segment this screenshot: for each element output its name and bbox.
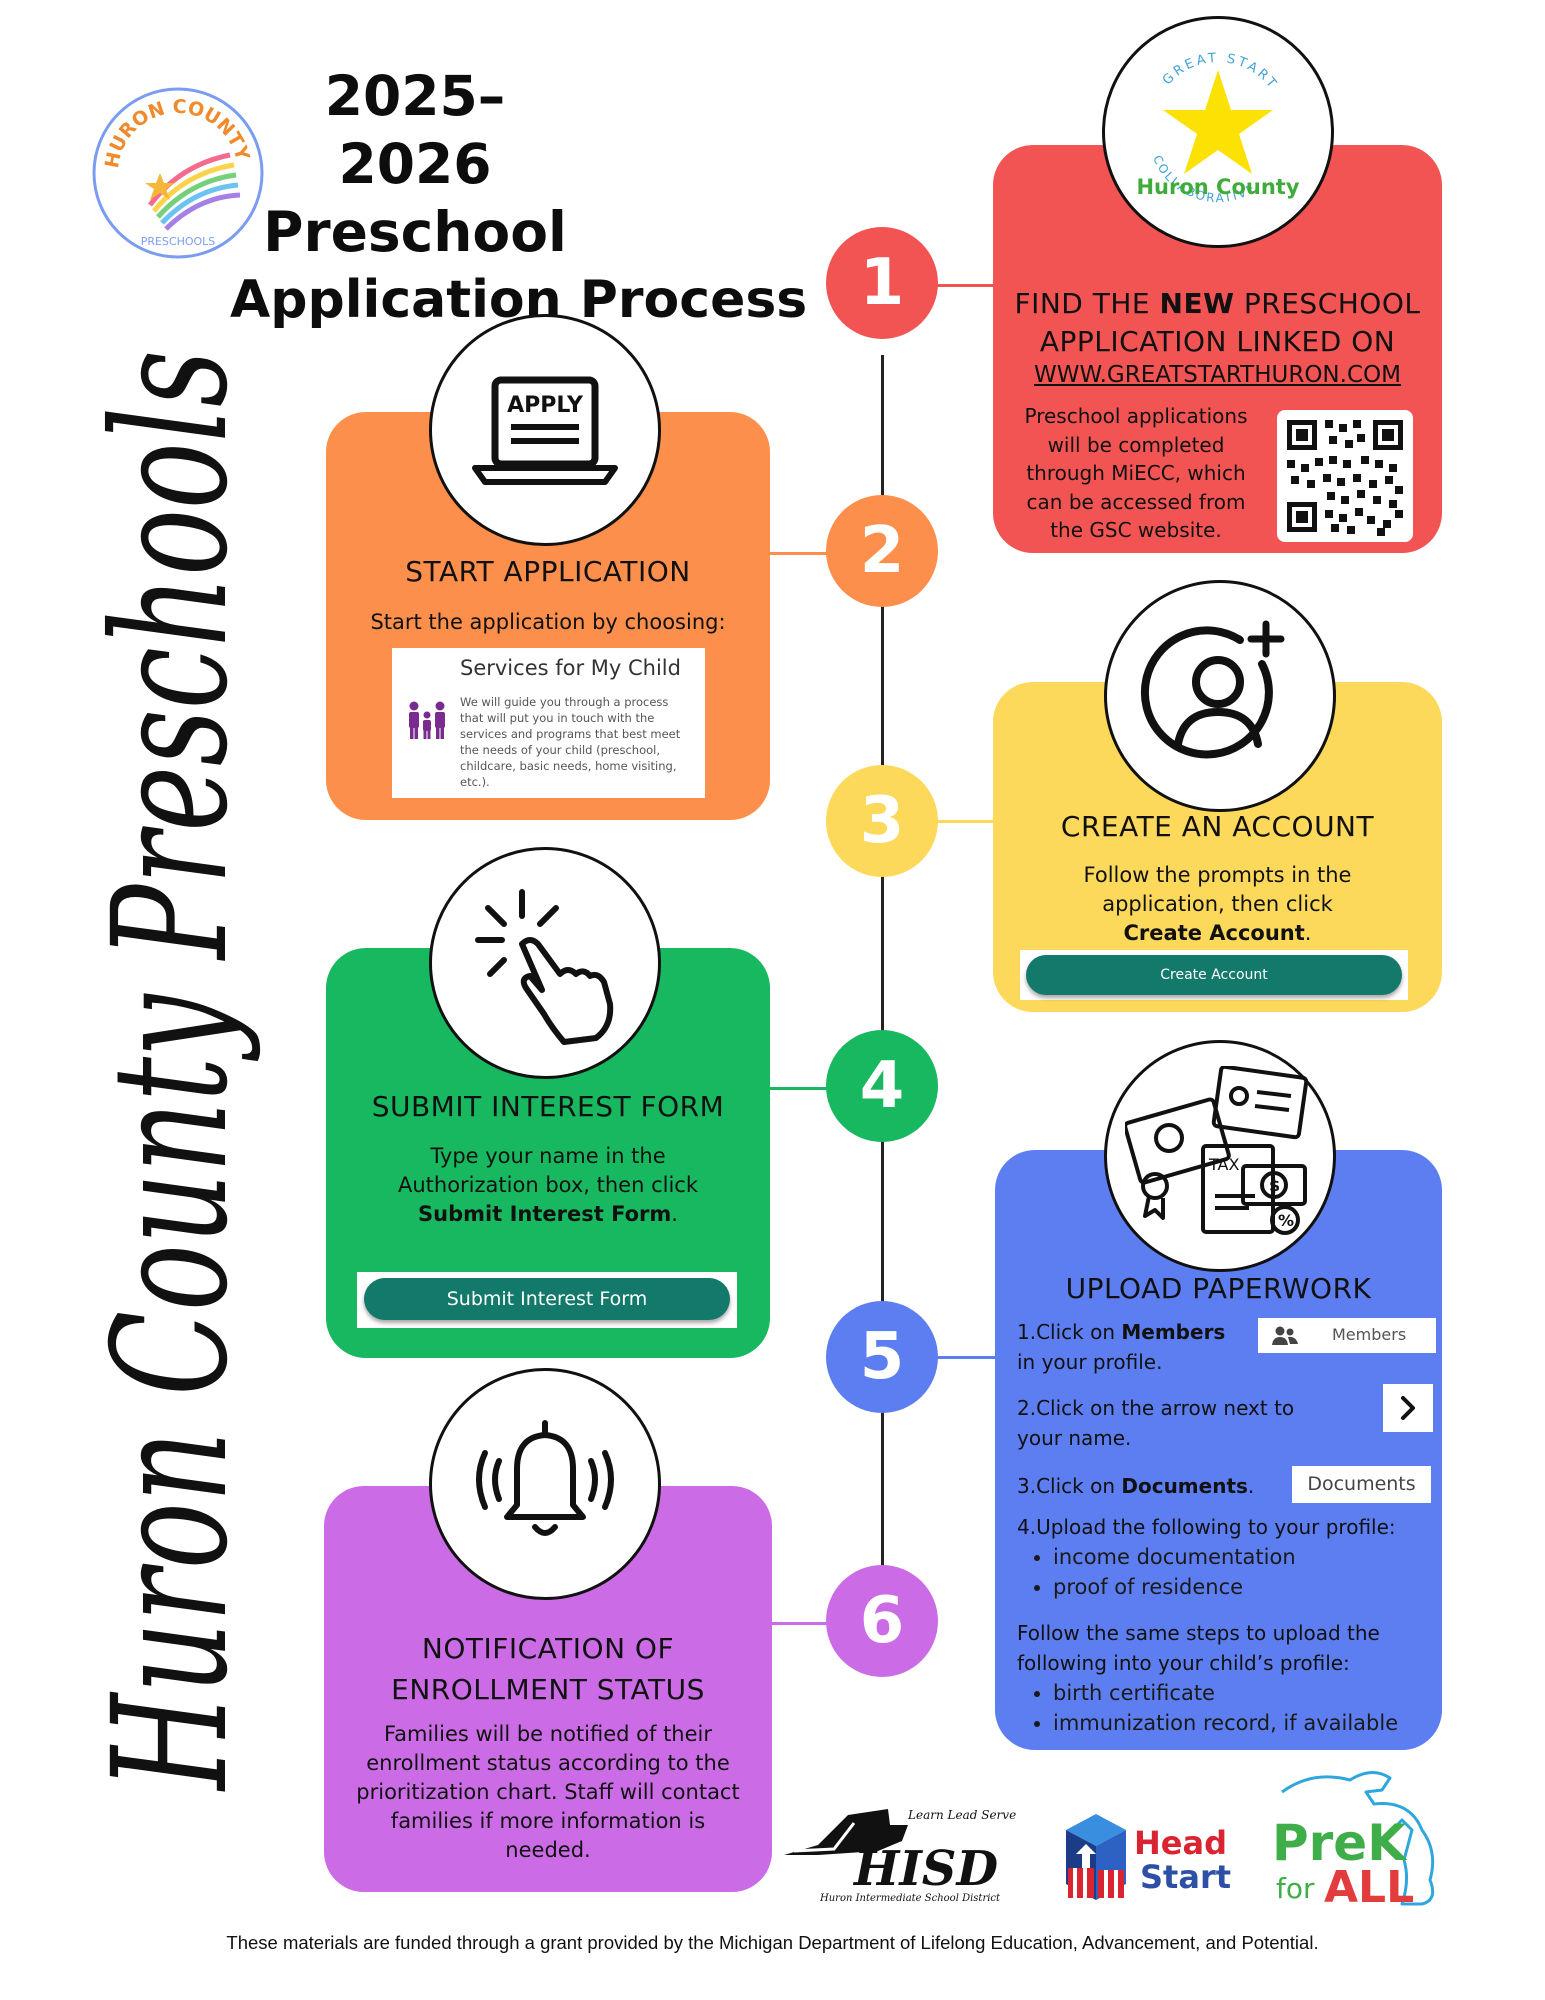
- svg-text:PRESCHOOLS: PRESCHOOLS: [141, 235, 216, 248]
- step5-title: UPLOAD PAPERWORK: [1065, 1272, 1372, 1305]
- step5-connector: [936, 1356, 998, 1359]
- add-user-icon: [1140, 620, 1285, 759]
- step6-number: 6: [826, 1565, 938, 1677]
- apply-laptop-icon: APPLY: [472, 376, 618, 485]
- step2-number: 2: [826, 495, 938, 607]
- step5-number: 5: [826, 1301, 938, 1413]
- svg-text:TAX: TAX: [1208, 1155, 1239, 1174]
- qr-code-icon[interactable]: [1277, 410, 1413, 542]
- family-icon: [406, 700, 448, 744]
- huron-county-preschools-logo: HURON COUNTY PRESCHOOLS: [90, 85, 266, 261]
- step4-connector: [768, 1087, 830, 1090]
- title-preschool: Preschool: [263, 200, 567, 264]
- step6-connector: [770, 1622, 830, 1625]
- list-item: immunization record, if available: [1053, 1708, 1463, 1738]
- step6-text: Families will be notified of their enrol…: [356, 1722, 740, 1862]
- svg-text:HISD: HISD: [852, 1841, 998, 1897]
- title-year: 2025–2026: [324, 64, 506, 196]
- documents-icon: TAX $ %: [1125, 1066, 1309, 1235]
- svg-text:$: $: [1269, 1176, 1280, 1195]
- submit-interest-form-button[interactable]: Submit Interest Form: [364, 1278, 730, 1320]
- svg-text:%: %: [1278, 1211, 1294, 1230]
- svg-text:Huron Intermediate School Dist: Huron Intermediate School District: [819, 1893, 1001, 1904]
- child-documents-list: birth certificate immunization record, i…: [1017, 1678, 1463, 1738]
- upload-step-4: 4.Upload the following to your profile:: [1017, 1515, 1396, 1539]
- svg-text:APPLY: APPLY: [507, 393, 584, 418]
- svg-text:ALL: ALL: [1324, 1862, 1414, 1910]
- prek-for-all-logo: PreK for ALL: [1262, 1760, 1462, 1913]
- step2-text: Start the application by choosing:: [370, 610, 726, 634]
- step1-text: Preschool applications will be completed…: [1024, 404, 1248, 542]
- step3-title: CREATE AN ACCOUNT: [1060, 810, 1375, 843]
- paperwork-icon-circle: TAX $ %: [1104, 1040, 1336, 1272]
- timeline-line: [881, 355, 884, 1645]
- svg-text:for: for: [1276, 1872, 1315, 1905]
- services-for-my-child-option[interactable]: Services for My Child We will guide you …: [392, 648, 705, 798]
- step4-title: SUBMIT INTEREST FORM: [371, 1090, 725, 1123]
- notification-icon-circle: [429, 1368, 661, 1600]
- list-item: income documentation: [1053, 1542, 1453, 1572]
- option-description: We will guide you through a process that…: [460, 695, 681, 789]
- svg-text:Learn Lead Serve: Learn Lead Serve: [907, 1808, 1016, 1822]
- step1-number: 1: [826, 227, 938, 339]
- step3-text: Follow the prompts in the application, t…: [1083, 863, 1352, 945]
- svg-text:PreK: PreK: [1272, 1814, 1408, 1872]
- step1-title: FIND THE NEW PRESCHOOL APPLICATION LINKE…: [1014, 287, 1421, 358]
- gsc-logo-circle: GREAT START COLLABORATIVE Huron County: [1102, 16, 1334, 248]
- side-script-title: Huron County Preschools: [50, 320, 310, 1800]
- bell-icon: [476, 1420, 614, 1536]
- create-account-icon-circle: [1104, 580, 1336, 812]
- upload-step-3: 3.Click on Documents.: [1017, 1474, 1255, 1498]
- great-start-collaborative-logo: GREAT START COLLABORATIVE Huron County: [1136, 51, 1299, 205]
- step4-number: 4: [826, 1030, 938, 1142]
- head-start-logo: Head Start: [1060, 1800, 1250, 1910]
- arrow-next-button[interactable]: [1383, 1384, 1433, 1432]
- hisd-logo: Learn Lead Serve HISD Huron Intermediate…: [778, 1805, 1028, 1905]
- members-icon: [1272, 1326, 1298, 1345]
- gsc-website-link[interactable]: WWW.GREATSTARTHURON.COM: [1034, 362, 1401, 388]
- submit-icon-circle: [429, 847, 661, 1079]
- svg-text:Head: Head: [1134, 1824, 1227, 1862]
- pointer-click-icon: [475, 889, 614, 1045]
- page-title: 2025–2026 Preschool Application Process: [230, 62, 807, 334]
- funding-footer: These materials are funded through a gra…: [226, 1932, 1319, 1953]
- members-label: Members: [1332, 1325, 1407, 1344]
- chevron-right-icon: [1401, 1396, 1415, 1420]
- apply-icon-circle: APPLY: [429, 314, 661, 546]
- create-account-button[interactable]: Create Account: [1026, 955, 1402, 995]
- profile-documents-list: income documentation proof of residence: [1017, 1542, 1453, 1602]
- step2-title: START APPLICATION: [405, 555, 691, 588]
- step3-connector: [936, 820, 996, 823]
- svg-text:Start: Start: [1140, 1858, 1231, 1896]
- documents-button[interactable]: Documents: [1292, 1466, 1431, 1503]
- members-button[interactable]: Members: [1258, 1318, 1436, 1353]
- svg-text:Huron County: Huron County: [1136, 175, 1299, 199]
- list-item: birth certificate: [1053, 1678, 1463, 1708]
- step2-connector: [768, 552, 830, 555]
- option-title: Services for My Child: [460, 656, 681, 680]
- step3-number: 3: [826, 765, 938, 877]
- list-item: proof of residence: [1053, 1572, 1453, 1602]
- step1-connector: [936, 284, 996, 287]
- svg-text:Huron County Preschools: Huron County Preschools: [79, 350, 263, 1792]
- step4-text: Type your name in the Authorization box,…: [397, 1144, 698, 1226]
